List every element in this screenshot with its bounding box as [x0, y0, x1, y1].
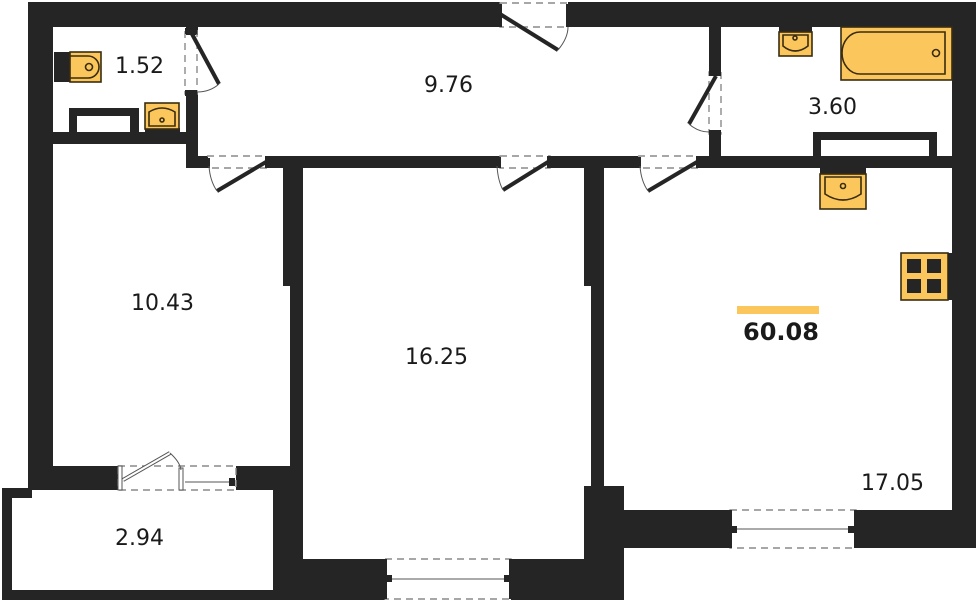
wall-balcony-bottom — [2, 590, 302, 600]
room-area-kitchen: 17.05 — [861, 471, 924, 496]
wall-bedroom-living-upper — [283, 168, 303, 286]
room-area-living-room: 16.25 — [405, 345, 468, 370]
wall-bath-left-lower — [709, 132, 721, 168]
room-area-bedroom-small: 10.43 — [131, 291, 194, 316]
living-window — [383, 558, 513, 600]
wall-balcony-left — [2, 490, 12, 598]
wall-living-kitchen-upper — [584, 168, 604, 286]
wall-living-kitchen-lower — [591, 286, 604, 486]
wall-living-bottom-left — [273, 559, 385, 600]
wall-bedroom-living-lower — [290, 286, 303, 500]
room-labels: 1.52 9.76 3.60 10.43 16.25 17.05 2.94 — [115, 54, 924, 551]
room-area-bathroom: 3.60 — [808, 95, 857, 120]
bedroom-door[interactable] — [205, 155, 270, 193]
bathroom-door[interactable] — [687, 70, 722, 136]
fixtures — [54, 26, 953, 301]
wall-toilet-shelf-base — [145, 128, 180, 136]
toilet-door[interactable] — [184, 28, 221, 96]
wall-right — [952, 2, 976, 548]
balcony-door[interactable] — [117, 451, 237, 491]
living-door[interactable] — [496, 155, 552, 192]
total-area: 60.08 — [743, 318, 819, 346]
wall-balcony-top-left — [2, 488, 32, 498]
wall-hall-bottom-1 — [186, 156, 208, 168]
sink-icon — [778, 27, 813, 57]
wall-hall-bottom-3 — [548, 156, 638, 168]
windows — [383, 509, 858, 600]
wall-top-right — [568, 2, 976, 27]
wall-toilet-right-lower — [186, 92, 198, 168]
kitchen-door[interactable] — [636, 155, 701, 193]
wall-kitchen-bottom-left — [584, 510, 730, 548]
wall-top-left — [28, 2, 500, 27]
wall-hall-bottom-4 — [698, 156, 952, 168]
wall-hall-bottom-2 — [268, 156, 500, 168]
wall-bedroom-bottom-left — [28, 466, 118, 490]
kitchen-window — [728, 509, 858, 549]
sink-icon — [819, 168, 867, 210]
sink-icon — [144, 102, 180, 130]
wall-kitchen-bottom-right — [856, 510, 976, 548]
room-area-balcony: 2.94 — [115, 526, 164, 551]
room-area-toilet: 1.52 — [115, 54, 164, 79]
wall-left — [28, 2, 53, 490]
stove-icon — [900, 252, 952, 301]
total-area-accent-bar — [737, 306, 819, 314]
room-area-hallway: 9.76 — [424, 73, 473, 98]
wall-bath-left-upper — [709, 27, 721, 72]
doors — [117, 2, 722, 491]
bathtub-icon — [840, 26, 953, 81]
entrance-door[interactable] — [496, 2, 572, 52]
toilet-icon — [54, 51, 102, 83]
total-area-block: 60.08 — [737, 306, 819, 346]
